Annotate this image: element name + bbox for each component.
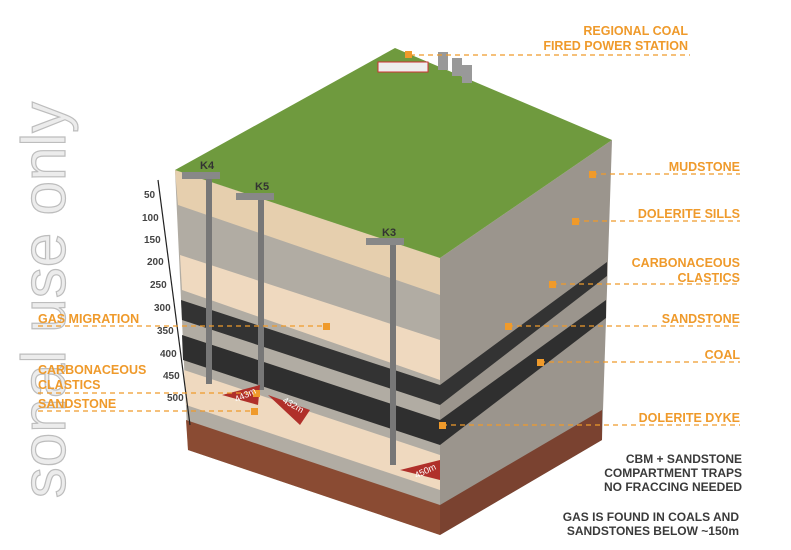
label-gas-migration: GAS MIGRATION xyxy=(38,312,140,326)
note-line: GAS IS FOUND IN COALS AND xyxy=(562,510,739,524)
note-cbm: CBM + SANDSTONE COMPARTMENT TRAPS NO FRA… xyxy=(540,452,742,494)
depth-tick: 150 xyxy=(144,235,161,246)
label-line: CLASTICS xyxy=(677,271,741,285)
depth-tick: 350 xyxy=(157,326,174,337)
basement-right xyxy=(440,410,602,535)
arrow-443m xyxy=(222,385,260,405)
note-line: CBM + SANDSTONE xyxy=(625,452,742,466)
coal-seam-right-2 xyxy=(440,300,606,445)
well-k3 xyxy=(366,238,404,465)
depth-tick: 250 xyxy=(150,280,167,291)
depth-tick: 500 xyxy=(167,393,184,404)
well-label-k4: K4 xyxy=(200,160,215,172)
grass-surface xyxy=(175,48,612,258)
label-dolerite-dyke: DOLERITE DYKE xyxy=(638,411,740,425)
well-k4 xyxy=(182,172,220,384)
label-line: FIRED POWER STATION xyxy=(543,39,688,53)
label-sandstone-left: SANDSTONE xyxy=(38,397,117,411)
coal-seam-right-1 xyxy=(440,262,607,405)
label-line: CLASTICS xyxy=(38,378,101,392)
depth-tick: 450 xyxy=(163,371,180,382)
note-line: COMPARTMENT TRAPS xyxy=(604,466,742,480)
leader-lines xyxy=(38,54,740,426)
label-sandstone-right: SANDSTONE xyxy=(661,312,740,326)
depth-tick: 400 xyxy=(160,349,177,360)
label-dolerite-sills: DOLERITE SILLS xyxy=(637,207,740,221)
arrow-432m xyxy=(268,395,310,425)
depth-tick: 50 xyxy=(144,190,156,201)
note-line: NO FRACCING NEEDED xyxy=(603,480,742,494)
label-line: CARBONACEOUS xyxy=(38,363,147,377)
coal-seam-front-2 xyxy=(182,335,440,445)
depth-tick: 300 xyxy=(154,303,171,314)
label-line: CARBONACEOUS xyxy=(631,256,740,270)
well-label-k3: K3 xyxy=(382,227,397,239)
label-line: REGIONAL COAL xyxy=(583,24,688,38)
topsoil-layer xyxy=(175,170,440,295)
basement-layer xyxy=(186,420,440,535)
depth-tick: 200 xyxy=(147,257,164,268)
depth-tick: 100 xyxy=(142,213,159,224)
power-station-icon xyxy=(377,52,472,83)
note-line: SANDSTONES BELOW ~150m xyxy=(566,524,739,538)
well-label-k5: K5 xyxy=(255,181,270,193)
marker-dots xyxy=(251,51,596,429)
label-coal: COAL xyxy=(704,348,740,362)
arrow-450m xyxy=(400,460,440,480)
well-k5 xyxy=(236,193,274,390)
note-gas-found: GAS IS FOUND IN COALS AND SANDSTONES BEL… xyxy=(520,510,739,538)
depth-scale-axis xyxy=(157,179,191,426)
label-mudstone: MUDSTONE xyxy=(668,160,740,174)
sandstone-layer-front xyxy=(180,255,440,380)
